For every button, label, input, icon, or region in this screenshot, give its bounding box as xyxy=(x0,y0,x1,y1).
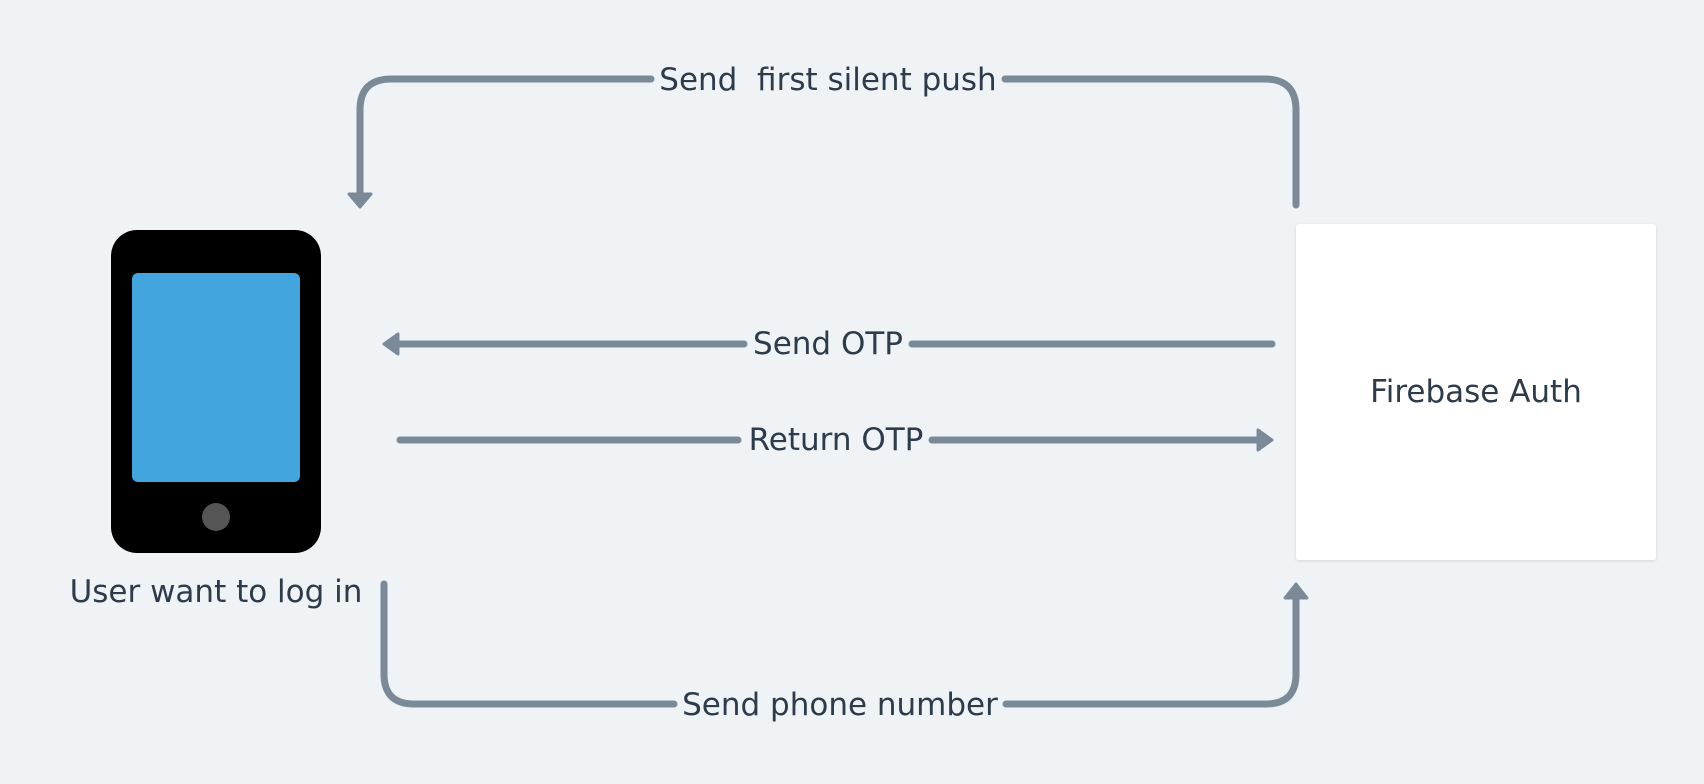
smartphone-icon xyxy=(111,230,321,553)
edge-send-phone-number[interactable]: Send phone number xyxy=(380,580,1309,723)
connector-line xyxy=(356,75,1300,209)
arrow-right-icon xyxy=(1256,428,1274,452)
edge-send-otp[interactable]: Send OTP xyxy=(382,326,1276,362)
arrow-down-icon xyxy=(347,192,373,209)
arrow-left-icon xyxy=(382,332,400,356)
edge-label: Send phone number xyxy=(682,687,998,723)
node-user-device[interactable]: User want to log in xyxy=(70,230,363,610)
edge-label: Send OTP xyxy=(753,326,903,362)
edge-return-otp[interactable]: Return OTP xyxy=(396,422,1274,458)
node-label: User want to log in xyxy=(70,574,363,610)
phone-screen xyxy=(132,273,300,482)
phone-home-button xyxy=(202,503,230,531)
arrow-up-icon xyxy=(1283,582,1309,600)
edge-send-first-silent-push[interactable]: Send first silent push xyxy=(347,62,1300,209)
connector-line xyxy=(380,580,1300,708)
node-box xyxy=(1296,224,1656,560)
node-firebase-auth[interactable]: Firebase Auth xyxy=(1296,224,1656,560)
edge-label: Return OTP xyxy=(749,422,924,458)
edge-label: Send first silent push xyxy=(659,62,996,98)
node-label: Firebase Auth xyxy=(1370,374,1582,410)
